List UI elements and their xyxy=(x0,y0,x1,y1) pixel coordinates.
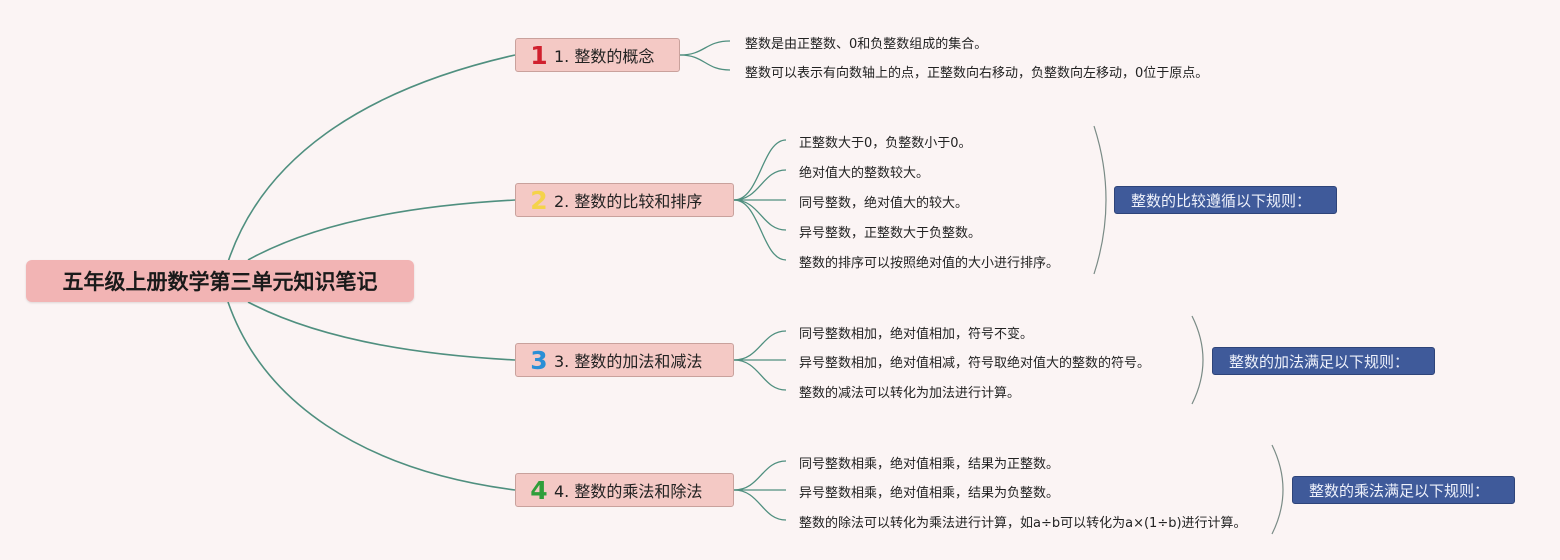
summary-note-label: 整数的比较遵循以下规则： xyxy=(1131,191,1312,210)
leaf-item[interactable]: 异号整数，正整数大于负整数。 xyxy=(799,226,982,241)
leaf-line-2-5 xyxy=(733,199,787,261)
summary-bracket-3 xyxy=(1191,315,1204,405)
summary-note-addition[interactable]: 整数的加法满足以下规则： xyxy=(1212,347,1435,375)
number-2-icon: 2 xyxy=(530,185,548,215)
leaf-item[interactable]: 同号整数相乘，绝对值相乘，结果为正整数。 xyxy=(799,457,1060,472)
central-topic-label: 五年级上册数学第三单元知识笔记 xyxy=(62,270,378,294)
leaf-item[interactable]: 整数的减法可以转化为加法进行计算。 xyxy=(799,386,1021,401)
topic-integer-concept[interactable]: 1 1. 整数的概念 xyxy=(515,38,680,72)
leaf-item[interactable]: 同号整数相加，绝对值相加，符号不变。 xyxy=(799,327,1034,342)
number-1-icon: 1 xyxy=(530,40,548,70)
leaf-item[interactable]: 整数的除法可以转化为乘法进行计算，如a÷b可以转化为a×(1÷b)进行计算。 xyxy=(799,516,1247,531)
branch-line-1 xyxy=(227,54,516,263)
leaf-item[interactable]: 异号整数相加，绝对值相减，符号取绝对值大的整数的符号。 xyxy=(799,356,1151,371)
leaf-line-2-2 xyxy=(733,169,787,201)
summary-note-multiplication[interactable]: 整数的乘法满足以下规则： xyxy=(1292,476,1515,504)
topic-label: 1. 整数的概念 xyxy=(554,47,655,66)
topic-integer-addition[interactable]: 3 3. 整数的加法和减法 xyxy=(515,343,734,377)
topic-label: 2. 整数的比较和排序 xyxy=(554,192,703,211)
leaf-item[interactable]: 绝对值大的整数较大。 xyxy=(799,166,930,181)
topic-label: 3. 整数的加法和减法 xyxy=(554,352,703,371)
leaf-item[interactable]: 同号整数，绝对值大的较大。 xyxy=(799,196,969,211)
leaf-item[interactable]: 异号整数相乘，绝对值相乘，结果为负整数。 xyxy=(799,486,1060,501)
leaf-line-2-1 xyxy=(733,139,787,201)
leaf-line-4-1 xyxy=(733,460,787,491)
central-topic[interactable]: 五年级上册数学第三单元知识笔记 xyxy=(26,260,414,302)
leaf-line-3-1 xyxy=(733,330,787,361)
topic-integer-multiplication[interactable]: 4 4. 整数的乘法和除法 xyxy=(515,473,734,507)
leaf-item[interactable]: 整数可以表示有向数轴上的点，正整数向右移动，负整数向左移动，0位于原点。 xyxy=(745,66,1209,81)
summary-note-label: 整数的加法满足以下规则： xyxy=(1229,352,1410,371)
summary-note-comparison[interactable]: 整数的比较遵循以下规则： xyxy=(1114,186,1337,214)
topic-label: 4. 整数的乘法和除法 xyxy=(554,482,703,501)
branch-line-4 xyxy=(227,301,516,491)
leaf-line-1-1 xyxy=(679,40,731,56)
leaf-line-1-2 xyxy=(679,54,731,71)
leaf-item[interactable]: 整数的排序可以按照绝对值的大小进行排序。 xyxy=(799,256,1060,271)
leaf-line-3-3 xyxy=(733,359,787,391)
topic-integer-comparison[interactable]: 2 2. 整数的比较和排序 xyxy=(515,183,734,217)
branch-line-2 xyxy=(247,199,516,261)
branch-line-3 xyxy=(247,301,516,361)
summary-bracket-2 xyxy=(1093,125,1107,275)
summary-note-label: 整数的乘法满足以下规则： xyxy=(1309,481,1490,500)
leaf-item[interactable]: 正整数大于0，负整数小于0。 xyxy=(799,136,972,151)
leaf-item[interactable]: 整数是由正整数、0和负整数组成的集合。 xyxy=(745,37,988,52)
number-4-icon: 4 xyxy=(530,475,548,505)
summary-bracket-4 xyxy=(1271,444,1284,535)
leaf-line-4-3 xyxy=(733,489,787,521)
number-3-icon: 3 xyxy=(530,345,548,375)
leaf-line-2-4 xyxy=(733,199,787,231)
